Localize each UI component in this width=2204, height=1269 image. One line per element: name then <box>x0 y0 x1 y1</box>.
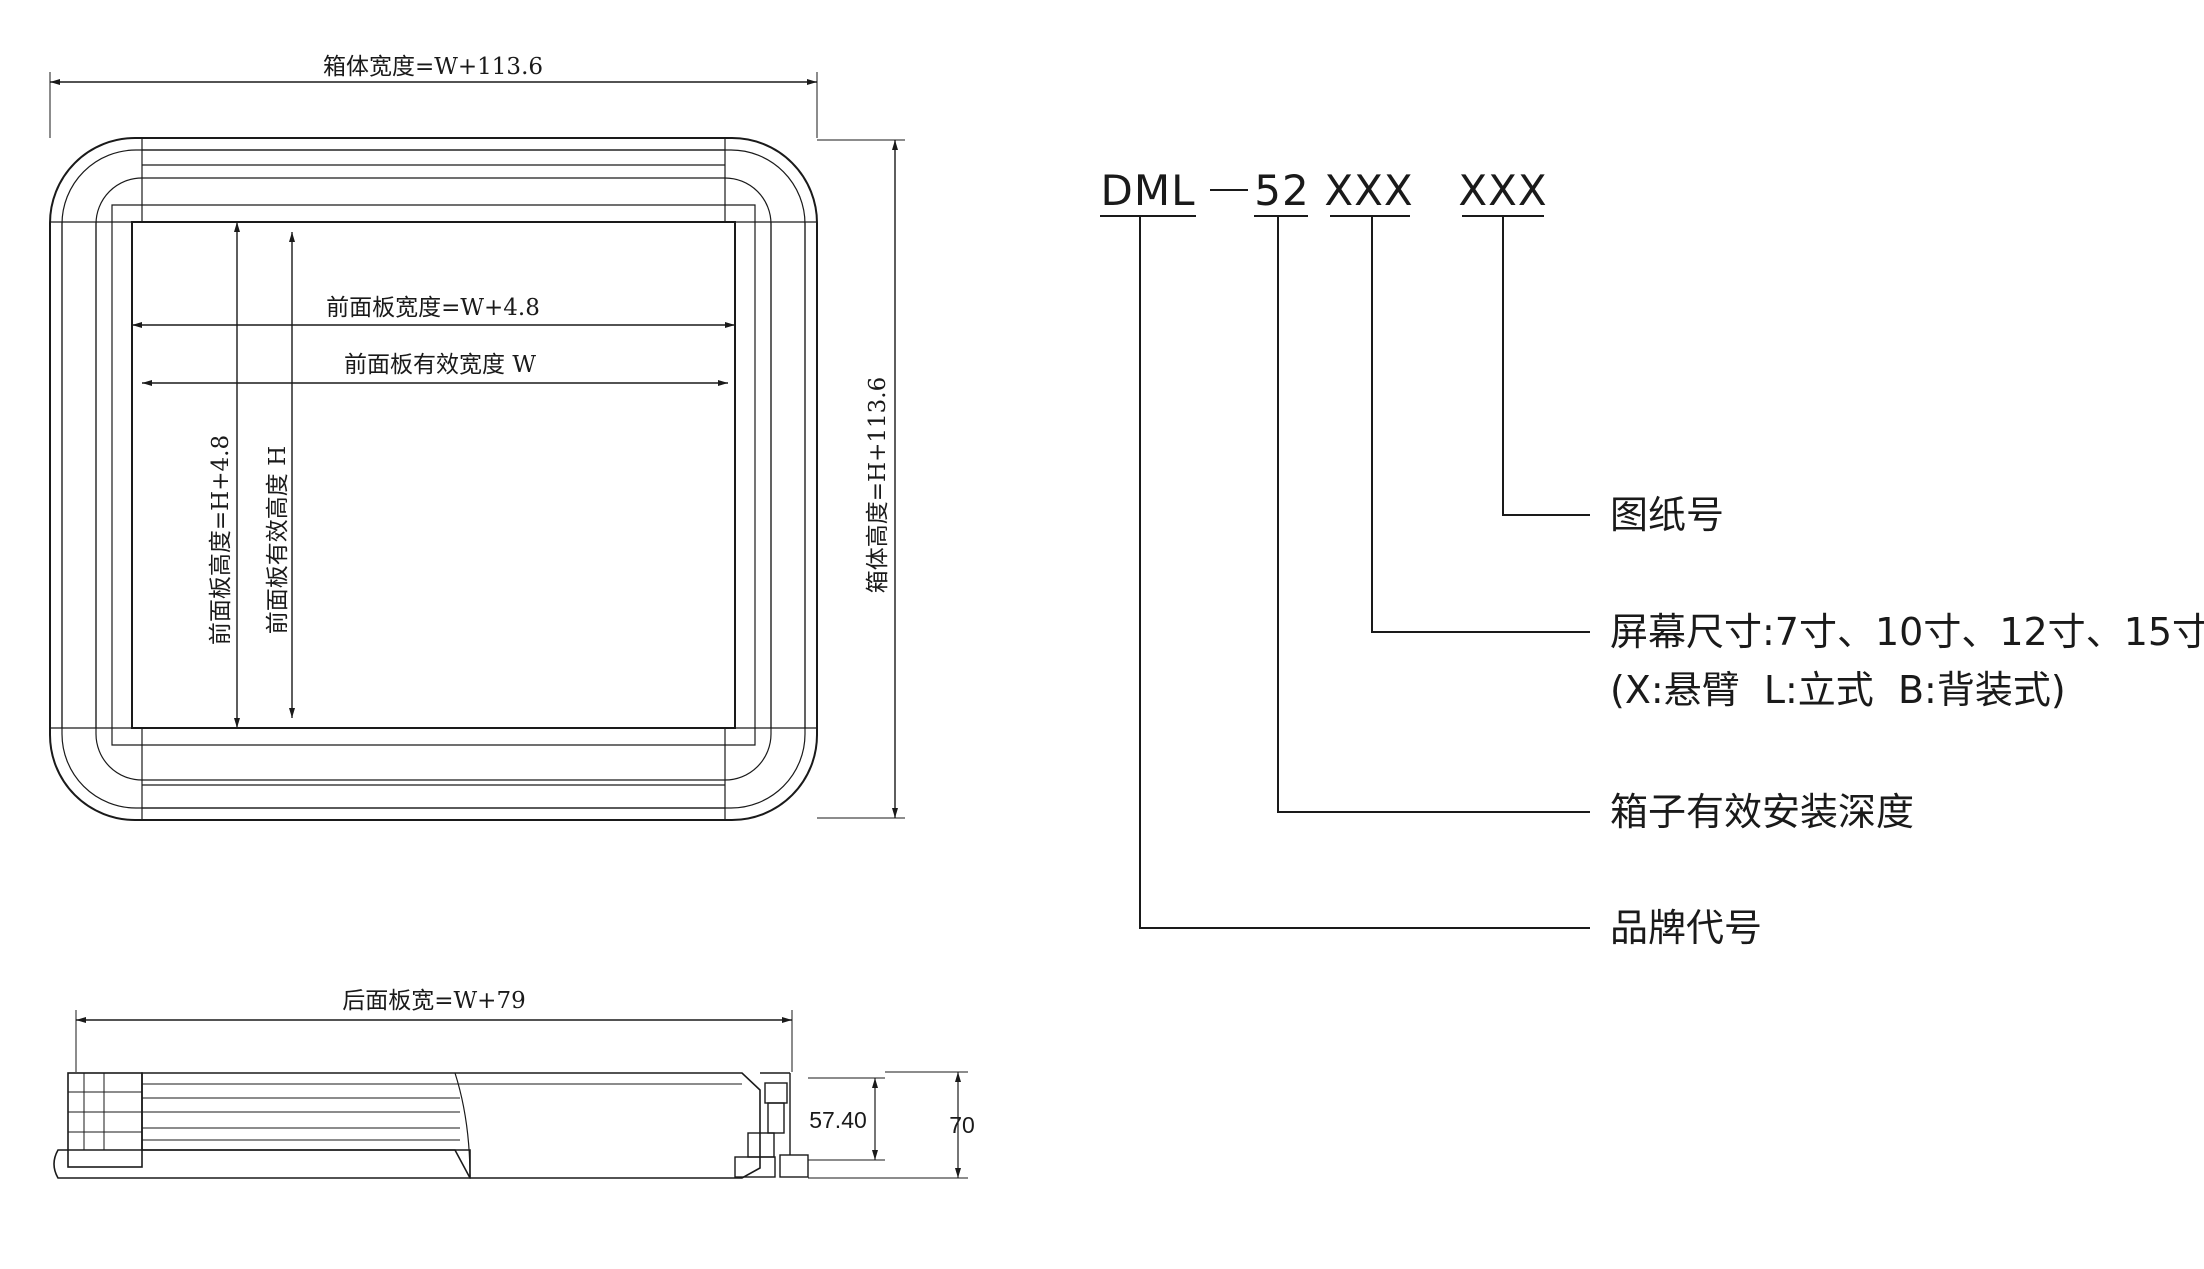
case-inner-outline <box>61 149 806 809</box>
side-view <box>53 1010 968 1179</box>
legend-mount-types: (X:悬臂 L:立式 B:背装式) <box>1610 668 2066 712</box>
front-panel-effective-height-label: 前面板有效高度 H <box>265 446 291 634</box>
legend-box-depth: 箱子有效安装深度 <box>1610 790 1914 834</box>
code-brand: DML <box>1101 166 1196 215</box>
code-size-mount: XXX <box>1324 166 1413 215</box>
corner-brackets <box>111 204 756 746</box>
leader-screen-size <box>1371 216 1590 633</box>
leader-box-depth <box>1277 216 1590 813</box>
model-code: DML 52 XXX XXX <box>1100 166 1547 217</box>
front-panel-height-label: 前面板高度=H+4.8 <box>208 435 234 645</box>
leader-drawing-number <box>1502 216 1590 516</box>
rear-panel-width-label: 后面板宽=W+79 <box>342 988 525 1014</box>
box-height-label: 箱体高度=H+113.6 <box>865 377 891 593</box>
case-rail-outline <box>95 177 772 781</box>
dimension-lines <box>49 72 905 819</box>
leader-brand-code <box>1139 216 1590 929</box>
case-outline <box>49 137 818 821</box>
leader-lines <box>1139 216 1590 929</box>
legend-screen-size: 屏幕尺寸:7寸、10寸、12寸、15寸 <box>1610 610 2204 654</box>
front-panel-width-label: 前面板宽度=W+4.8 <box>326 295 540 321</box>
bottom-rail <box>141 727 726 820</box>
side-rear-panel <box>67 1072 143 1168</box>
legend-brand-code: 品牌代号 <box>1610 906 1762 950</box>
code-drawing-no: XXX <box>1458 166 1547 215</box>
front-panel <box>131 221 736 729</box>
side-body <box>141 1072 761 1179</box>
right-rail <box>734 221 817 729</box>
depth-inner-label: 57.40 <box>809 1107 867 1133</box>
code-depth: 52 <box>1254 166 1309 215</box>
side-end-profile <box>734 1072 809 1178</box>
legend-drawing-number: 图纸号 <box>1610 493 1724 537</box>
front-panel-effective-width-label: 前面板有效宽度 W <box>344 352 536 378</box>
depth-total-label: 70 <box>949 1112 975 1138</box>
left-rail <box>50 221 133 729</box>
box-width-label: 箱体宽度=W+113.6 <box>323 54 543 80</box>
side-front-flange <box>53 1149 471 1179</box>
front-view <box>49 72 905 821</box>
